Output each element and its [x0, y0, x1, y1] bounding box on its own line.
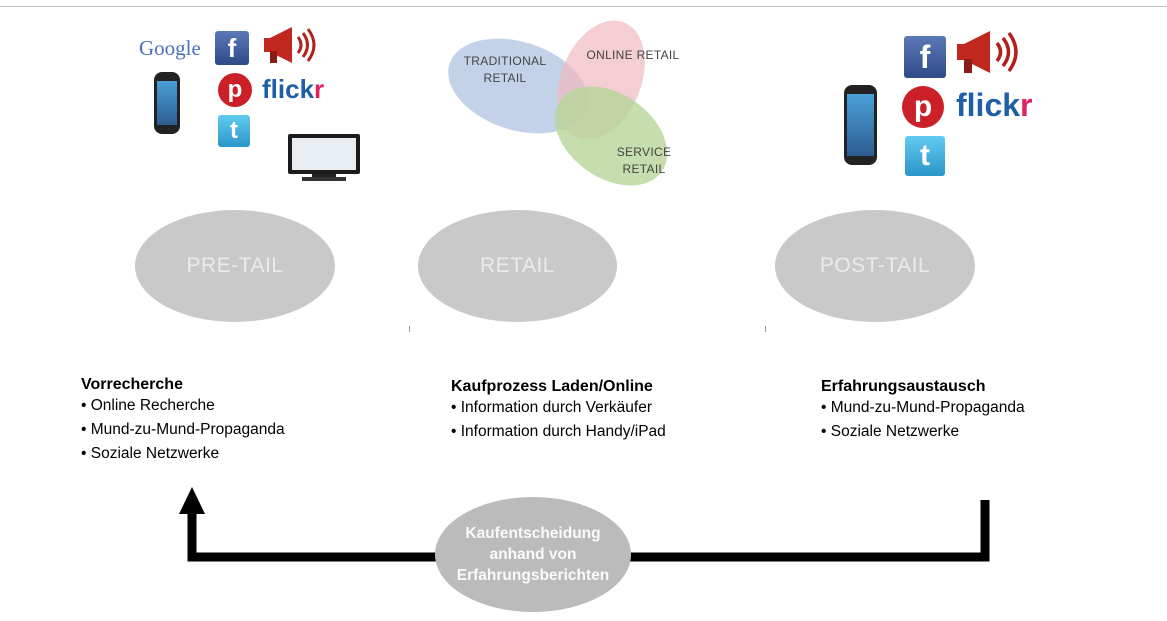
column-retail: Kaufprozess Laden/Online • Information d…	[451, 378, 666, 444]
stage-pre-tail: PRE-TAIL	[135, 210, 335, 322]
column-title: Erfahrungsaustausch	[821, 378, 986, 395]
smartphone-icon	[844, 85, 877, 165]
list-item: • Soziale Netzwerke	[81, 445, 220, 462]
list-item: • Information durch Handy/iPad	[451, 423, 666, 440]
venn-label-online: ONLINE RETAIL	[586, 48, 680, 62]
list-item: • Mund-zu-Mund-Propaganda	[81, 421, 285, 438]
flickr-logo: flickr	[262, 74, 325, 104]
tick-mark	[765, 326, 766, 332]
smartphone-icon	[154, 72, 180, 134]
column-title: Kaufprozess Laden/Online	[451, 378, 653, 395]
google-logo: Google	[139, 36, 201, 60]
television-icon	[288, 134, 360, 181]
megaphone-icon	[957, 31, 1018, 73]
stage-retail: RETAIL	[418, 210, 617, 322]
column-title: Vorrecherche	[81, 376, 183, 393]
tick-mark	[409, 326, 410, 332]
pinterest-icon: p	[218, 73, 252, 107]
twitter-icon: t	[905, 136, 945, 176]
top-divider	[0, 6, 1167, 7]
flickr-logo: flickr	[956, 87, 1033, 123]
stage-post-tail: POST-TAIL	[775, 210, 975, 322]
list-item: • Soziale Netzwerke	[821, 423, 960, 440]
megaphone-icon	[264, 27, 316, 63]
decision-oval: Kaufentscheidung anhand von Erfahrungsbe…	[435, 497, 631, 612]
list-item: • Information durch Verkäufer	[451, 399, 653, 416]
facebook-icon: f	[904, 36, 946, 78]
twitter-icon: t	[218, 115, 250, 147]
list-item: • Mund-zu-Mund-Propaganda	[821, 399, 1025, 416]
list-item: • Online Recherche	[81, 397, 215, 414]
facebook-icon: f	[215, 31, 249, 65]
service-retail-ellipse	[554, 86, 668, 186]
pinterest-icon: p	[902, 86, 944, 128]
column-pre-tail: Vorrecherche • Online Recherche • Mund-z…	[81, 376, 285, 466]
column-post-tail: Erfahrungsaustausch • Mund-zu-Mund-Propa…	[821, 378, 1025, 444]
traditional-retail-ellipse	[448, 38, 588, 134]
retail-venn-diagram	[448, 20, 668, 186]
